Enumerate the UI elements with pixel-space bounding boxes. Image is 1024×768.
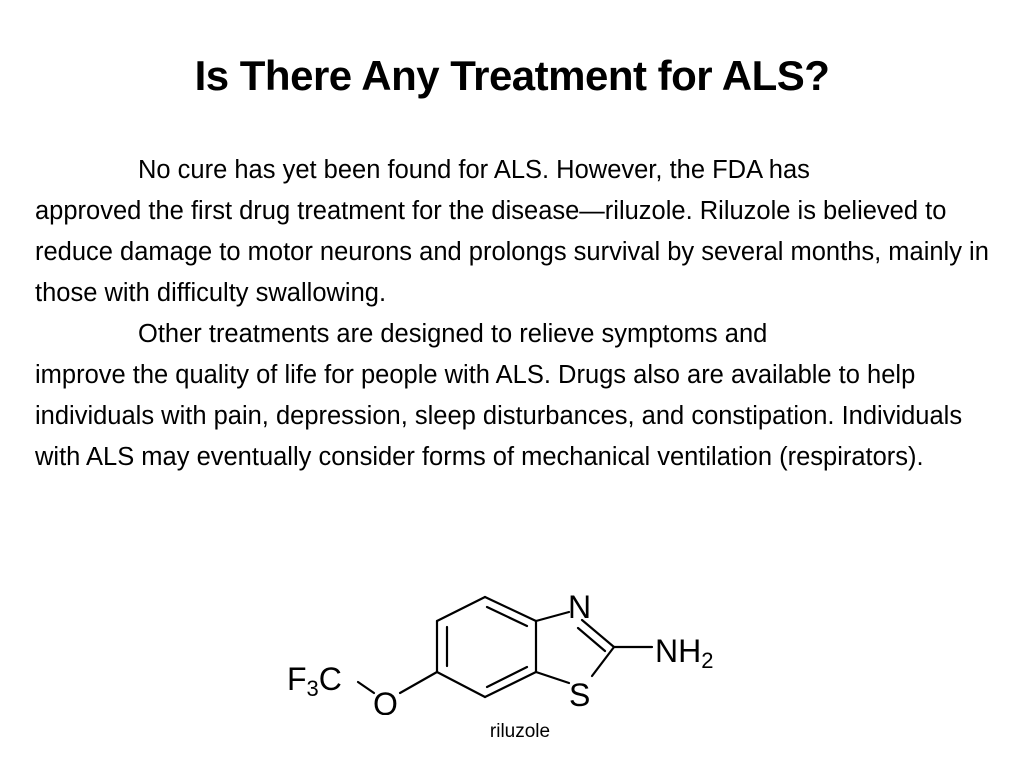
paragraph-1-text: approved the first drug treatment for th… [35,197,989,307]
cf3-subscript: 3 [307,676,319,701]
paragraph-2-text: improve the quality of life for people w… [35,361,963,471]
bond [435,670,487,699]
riluzole-structure: N S O NH2 F3C [287,589,713,715]
bond [485,665,529,689]
bond [483,670,538,699]
paragraph-1: No cure has yet been found for ALS. Howe… [35,150,1005,314]
bond [590,645,616,678]
paragraph-2-first-line: Other treatments are designed to relieve… [138,320,768,348]
bond [576,626,607,653]
bond [580,618,616,649]
cf3-f: F [287,661,307,697]
bond [398,670,439,695]
bond [356,680,376,695]
slide-title: Is There Any Treatment for ALS? [194,52,830,99]
bond [534,670,571,685]
atom-n-label: N [568,589,591,625]
atom-s-label: S [569,677,590,713]
amino-group-label: NH2 [655,633,713,673]
cf3-c: C [319,661,342,697]
amino-subscript: 2 [701,648,713,673]
amino-nh: NH [655,633,701,669]
bond [534,610,571,623]
paragraph-1-first-line: No cure has yet been found for ALS. Howe… [138,156,810,184]
bond [435,595,487,623]
slide-body: No cure has yet been found for ALS. Howe… [35,150,1005,478]
bond [485,605,529,628]
molecule-caption: riluzole [489,721,551,742]
paragraph-2: Other treatments are designed to relieve… [35,314,1005,478]
atom-o-label: O [373,686,398,715]
bond [483,595,538,623]
trifluoromethyl-label: F3C [287,661,342,701]
